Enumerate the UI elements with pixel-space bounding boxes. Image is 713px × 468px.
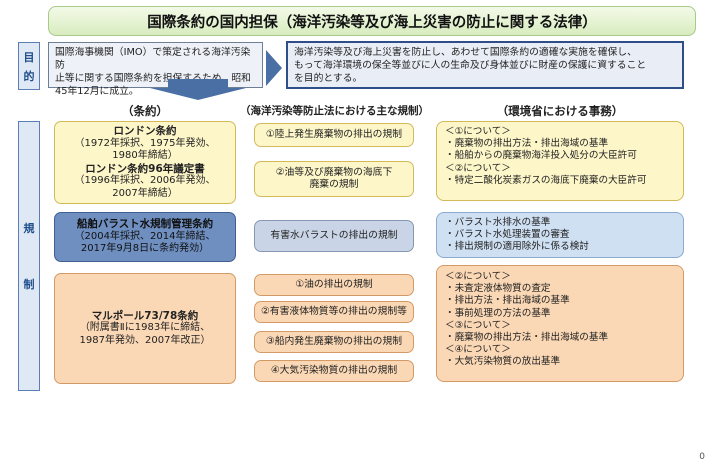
duty-line: ＜④について＞ <box>445 344 511 356</box>
treaty-detail: 1987年発効、2007年改正） <box>79 334 211 346</box>
treaty-detail: 1980年締結） <box>112 150 178 161</box>
side-char: 規 <box>23 222 35 235</box>
purpose-right-box: 海洋汚染等及び海上災害を防止し、あわせて国際条約の適確な実施を確保し、 もって海… <box>286 41 684 89</box>
regulation-label: ②有害液体物質等の排出の規制等 <box>261 305 407 317</box>
arrow-right-icon <box>266 50 282 86</box>
regulation-label: 有害水バラストの排出の規制 <box>270 229 398 241</box>
duties-box-london: ＜①について＞ ・廃棄物の排出方法・排出海域の基準 ・船舶からの廃棄物海洋投入処… <box>436 121 684 201</box>
treaty-name: 船舶バラスト水規制管理条約 <box>76 218 214 231</box>
duty-line: ・未査定液体物質の査定 <box>445 283 551 295</box>
duty-line: ・排出規制の適用除外に係る検討 <box>445 241 589 253</box>
duty-line: ・船舶からの廃棄物海洋投入処分の大臣許可 <box>445 150 637 162</box>
treaty-detail: （1996年採択、2006年発効、 <box>74 175 216 186</box>
regulation-label: ②油等及び廃棄物の海底下 <box>275 166 393 178</box>
treaty-detail: （附属書Ⅱに1983年に締結、 <box>79 322 211 334</box>
duty-line: ・事前処理の方法の基準 <box>445 307 551 319</box>
column-header-duties: （環境省における事務） <box>496 104 624 118</box>
purpose-left-line: 止等に関する国際条約を担保するため、昭和 <box>55 73 251 84</box>
arrow-down-head-icon <box>150 88 246 100</box>
regulation-box: ③船内発生廃棄物の排出の規制 <box>254 331 414 353</box>
purpose-left-box: 国際海事機関（IMO）で策定される海洋汚染防 止等に関する国際条約を担保するため… <box>48 42 263 97</box>
regulation-label: ①油の排出の規制 <box>295 278 373 290</box>
treaty-detail: 2007年締結） <box>112 187 178 199</box>
column-header-treaty: （条約） <box>122 104 168 118</box>
regulation-box: ②油等及び廃棄物の海底下 廃棄の規制 <box>254 161 414 197</box>
page-title: 国際条約の国内担保（海洋汚染等及び海上災害の防止に関する法律） <box>48 6 696 36</box>
treaty-detail: 2017年9月8日に条約発効） <box>80 243 210 255</box>
duty-line: ・バラスト水排水の基準 <box>445 217 551 228</box>
regulation-label: ④大気汚染物質の排出の規制 <box>270 364 398 376</box>
treaty-name: ロンドン条約 <box>113 125 177 137</box>
purpose-right-line: を目的とする。 <box>294 73 363 84</box>
arrow-down-icon <box>168 79 228 89</box>
duty-line: ＜②について＞ <box>445 162 511 174</box>
duty-line: ・特定二酸化炭素ガスの海底下廃棄の大臣許可 <box>445 174 647 186</box>
purpose-left-line: 45年12月に成立。 <box>55 86 139 97</box>
duties-box-ballast: ・バラスト水排水の基準 ・バラスト水処理装置の審査 ・排出規制の適用除外に係る検… <box>436 212 684 258</box>
regulation-box: 有害水バラストの排出の規制 <box>254 220 414 252</box>
duty-line: ・排出方法・排出海域の基準 <box>445 295 570 307</box>
duty-line: ・廃棄物の排出方法・排出海域の基準 <box>445 332 609 344</box>
column-header-regulation: （海洋汚染等防止法における主な規制） <box>240 105 429 117</box>
regulation-label: 廃棄の規制 <box>309 179 359 190</box>
duty-line: ・大気汚染物質の放出基準 <box>445 356 561 368</box>
treaty-box-marpol: マルポール73/78条約 （附属書Ⅱに1983年に締結、 1987年発効、200… <box>54 273 236 384</box>
duties-box-marpol: ＜②について＞ ・未査定液体物質の査定 ・排出方法・排出海域の基準 ・事前処理の… <box>436 265 684 382</box>
treaty-box-london: ロンドン条約 （1972年採択、1975年発効、 1980年締結） ロンドン条約… <box>54 121 236 204</box>
regulation-label: ③船内発生廃棄物の排出の規制 <box>265 335 403 347</box>
regulation-box: ②有害液体物質等の排出の規制等 <box>254 301 414 323</box>
regulation-box: ④大気汚染物質の排出の規制 <box>254 360 414 382</box>
treaty-box-ballast: 船舶バラスト水規制管理条約 （2004年採択、2014年締結、 2017年9月8… <box>54 212 236 262</box>
treaty-detail: （1972年採択、1975年発効、 <box>74 137 216 149</box>
purpose-right-line: もって海洋環境の保全等並びに人の生命及び身体並びに財産の保護に資すること <box>294 60 647 71</box>
purpose-left-line: 国際海事機関（IMO）で策定される海洋汚染防 <box>55 47 251 71</box>
treaty-name: マルポール73/78条約 <box>91 309 199 322</box>
duty-line: ＜①について＞ <box>445 126 511 137</box>
duty-line: ＜③について＞ <box>445 319 511 331</box>
duty-line: ＜②について＞ <box>445 271 511 282</box>
regulation-box: ①油の排出の規制 <box>254 274 414 296</box>
duty-line: ・廃棄物の排出方法・排出海域の基準 <box>445 138 609 150</box>
duty-line: ・バラスト水処理装置の審査 <box>445 229 570 241</box>
purpose-right-line: 海洋汚染等及び海上災害を防止し、あわせて国際条約の適確な実施を確保し、 <box>294 47 637 58</box>
side-label-regulation: 規 制 <box>18 121 40 391</box>
side-char: 制 <box>23 278 35 291</box>
treaty-detail: （2004年採択、2014年締結、 <box>74 230 216 242</box>
side-label-purpose: 目 的 <box>18 42 40 90</box>
side-char: 目 <box>23 50 35 64</box>
regulation-box: ①陸上発生廃棄物の排出の規制 <box>254 123 414 147</box>
regulation-label: ①陸上発生廃棄物の排出の規制 <box>265 128 403 140</box>
treaty-name: ロンドン条約96年議定書 <box>85 162 205 175</box>
page-number: 0 <box>699 452 705 462</box>
side-char: 的 <box>23 69 35 83</box>
